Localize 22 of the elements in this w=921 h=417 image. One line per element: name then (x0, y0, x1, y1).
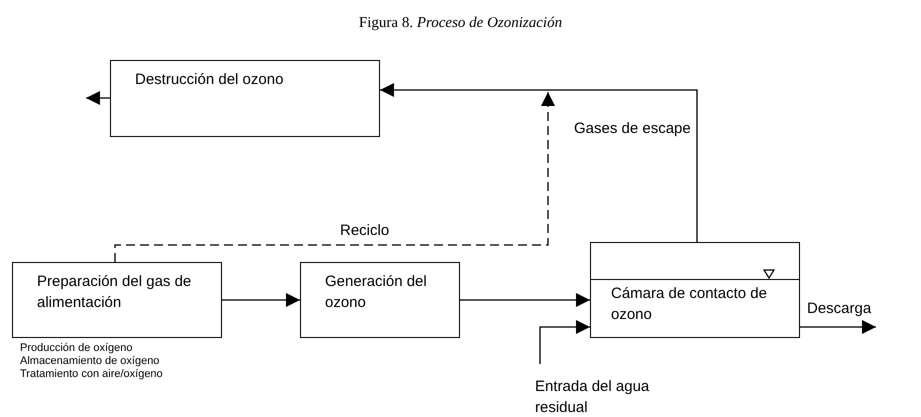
edge-label: Descarga (805, 300, 874, 319)
arrow (380, 83, 698, 242)
process-box (110, 60, 380, 137)
process-box (12, 262, 222, 338)
process-label: Preparación del gas de alimentación (37, 272, 192, 313)
note-text: Tratamiento con aire/oxígeno (20, 368, 163, 381)
note-text: Producción de oxígeno (20, 342, 134, 355)
process-label: Generación del ozono (325, 272, 428, 313)
arrow (222, 293, 300, 307)
process-label: Cámara de contacto de ozono (611, 284, 768, 325)
edge-label: Gases de escape (572, 120, 693, 139)
process-box (300, 262, 460, 338)
arrow (460, 293, 590, 307)
arrow (800, 320, 876, 334)
figure-title: Figura 8. Proceso de Ozonización (358, 14, 562, 33)
process-label: Destrucción del ozono (135, 70, 284, 90)
arrow (86, 91, 110, 105)
contact-chamber-box (590, 242, 800, 338)
dashed-arrow (114, 92, 555, 262)
inlet-text: Entrada del agua residual (535, 377, 650, 417)
arrow (539, 320, 590, 364)
note-text: Almacenamiento de oxígeno (20, 355, 160, 368)
